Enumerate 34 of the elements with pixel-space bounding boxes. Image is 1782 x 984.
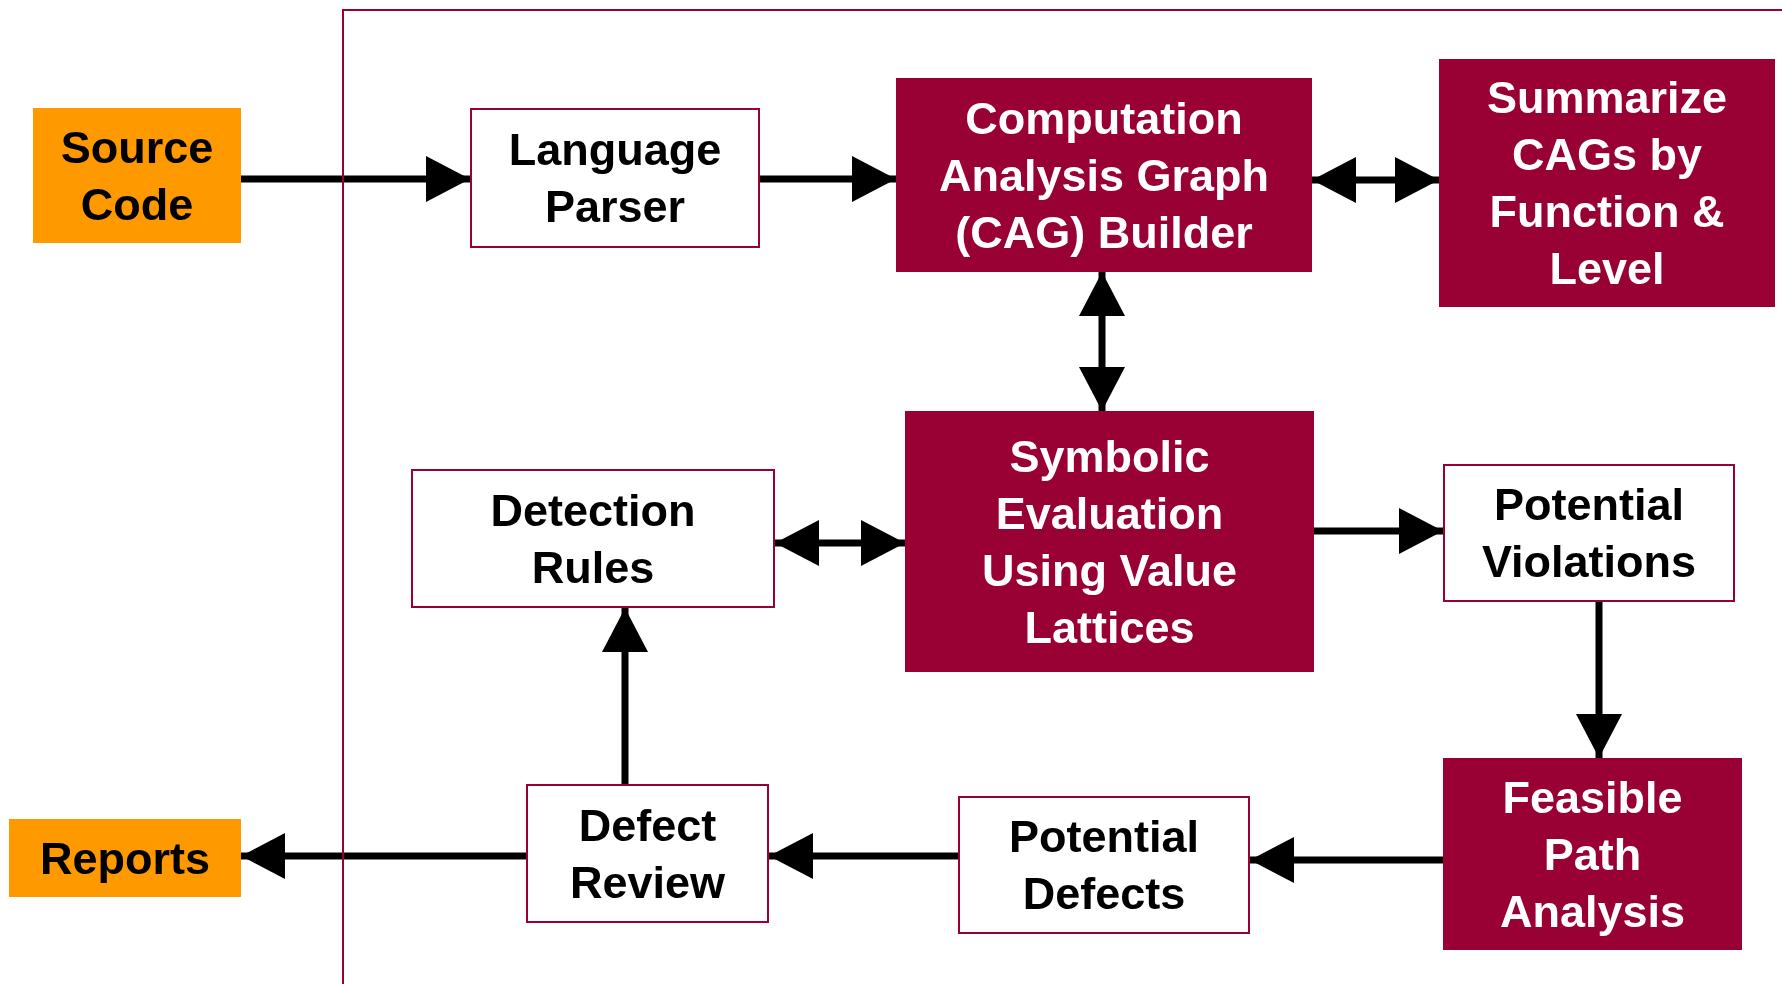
arrow <box>760 156 896 202</box>
box-label: Reports <box>40 831 210 886</box>
box-label: Source Code <box>59 120 215 232</box>
box-label: Potential Violations <box>1480 478 1698 589</box>
box-label: Detection Rules <box>489 483 697 595</box>
arrow <box>1312 157 1439 203</box>
process-box <box>470 108 760 248</box>
arrow <box>1576 602 1622 758</box>
box-label: Language Parser <box>507 123 723 234</box>
box-label: Feasible Path Analysis <box>1498 770 1687 939</box>
box-label: Computation Analysis Graph (CAG) Builder <box>937 91 1271 260</box>
process-box <box>905 411 1314 672</box>
box-label: Defect Review <box>568 798 727 910</box>
input-output-box <box>33 108 241 243</box>
process-box <box>411 469 775 608</box>
box-label: Symbolic Evaluation Using Value Lattices <box>980 429 1239 655</box>
arrow <box>775 520 905 566</box>
arrow <box>769 833 958 879</box>
arrow <box>241 156 470 202</box>
arrow <box>241 833 526 879</box>
process-box <box>1443 758 1742 950</box>
arrow <box>1314 508 1443 554</box>
box-label: Potential Defects <box>1008 810 1200 921</box>
process-box <box>526 784 769 923</box>
arrow <box>1250 837 1443 883</box>
process-box <box>1443 464 1735 602</box>
system-boundary-frame <box>342 9 1782 984</box>
box-label: Summarize CAGs by Function & Level <box>1485 71 1729 296</box>
arrow <box>602 608 648 784</box>
process-box <box>896 78 1312 272</box>
input-output-box <box>9 819 241 897</box>
process-box <box>1439 59 1775 307</box>
arrow <box>1079 272 1125 411</box>
process-box <box>958 796 1250 934</box>
